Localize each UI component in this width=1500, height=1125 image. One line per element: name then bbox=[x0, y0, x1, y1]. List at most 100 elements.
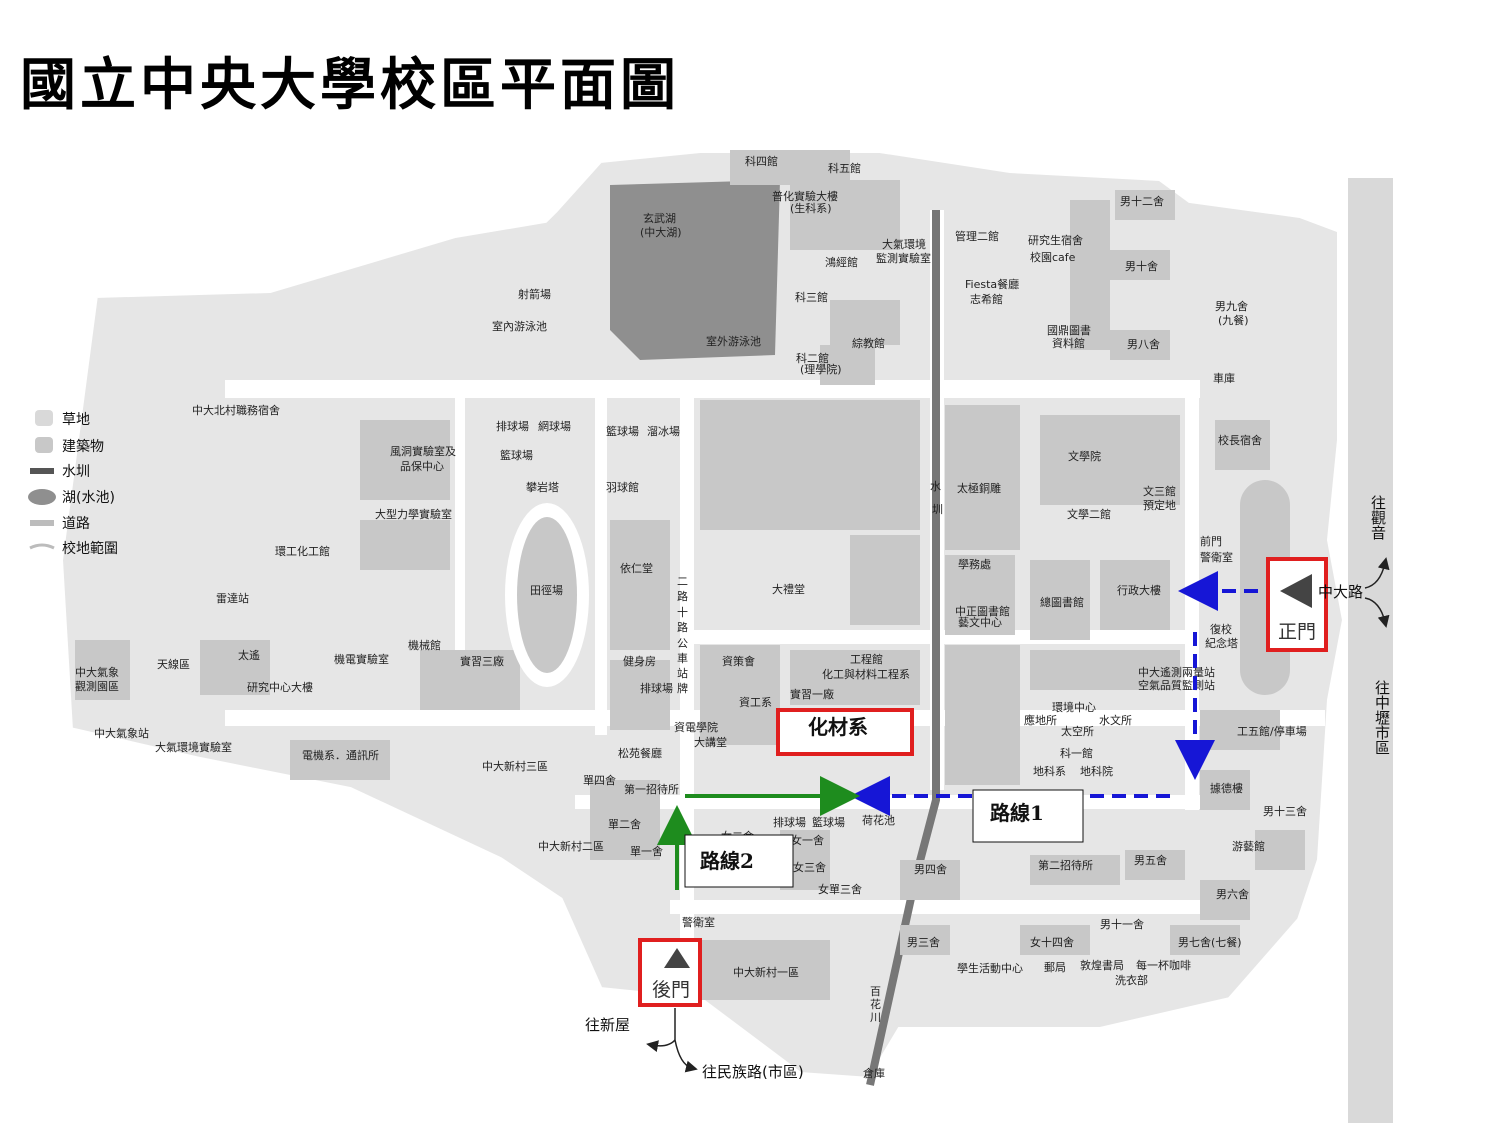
xinwu-turn-arrow-icon bbox=[646, 1039, 676, 1053]
map-label: 警衛室 bbox=[1200, 550, 1233, 564]
front-gate-marker[interactable]: 正門 bbox=[1266, 557, 1328, 652]
back-gate-arrow-icon bbox=[664, 948, 690, 968]
route-2-box bbox=[684, 834, 794, 888]
map-labels: 科四館科五館普化實驗大樓(生科系)玄武湖(中大湖)管理二館研究生宿舍校園cafe… bbox=[75, 154, 1307, 1080]
map-label: 國鼎圖書 bbox=[1047, 323, 1091, 337]
map-label: Fiesta餐廳 bbox=[965, 277, 1019, 291]
boundary-swatch bbox=[29, 543, 55, 550]
map-label: 前門 bbox=[1200, 534, 1222, 548]
front-gate-arrow-icon bbox=[1280, 574, 1312, 608]
route-2-path bbox=[657, 776, 860, 890]
map-label: 天線區 bbox=[157, 657, 190, 671]
map-label: 中大氣象站 bbox=[94, 726, 149, 740]
xuanwu-lake bbox=[610, 180, 780, 360]
map-label: 籃球場 bbox=[812, 815, 845, 829]
map-label: 實習一廠 bbox=[790, 687, 834, 701]
map-label: 據德樓 bbox=[1210, 781, 1243, 795]
map-label: 路 bbox=[677, 621, 688, 634]
map-label: 科三館 bbox=[795, 290, 828, 304]
map-label: 車庫 bbox=[1213, 371, 1235, 385]
dir-zhongda-road: 中大路 bbox=[1318, 583, 1363, 601]
legend-canal: 水圳 bbox=[62, 464, 90, 480]
map-label: 復校 bbox=[1210, 622, 1232, 636]
map-label: 女單三舍 bbox=[818, 882, 862, 896]
map-label: 排球場 bbox=[496, 419, 529, 433]
map-label: 籃球場 bbox=[500, 448, 533, 462]
buildings bbox=[75, 150, 1305, 1000]
map-label: (理學院) bbox=[800, 362, 842, 376]
map-label: 監測實驗室 bbox=[876, 251, 931, 265]
map-label: 大講堂 bbox=[694, 735, 727, 749]
map-label: 荷花池 bbox=[862, 814, 895, 827]
map-label: 排球場 bbox=[640, 681, 673, 695]
map-label: 地科系 bbox=[1033, 764, 1066, 778]
map-label: 二 bbox=[677, 575, 688, 588]
legend-building: 建築物 bbox=[62, 439, 104, 455]
map-label: 女十四舍 bbox=[1030, 935, 1074, 949]
map-label: 中正圖書館 bbox=[955, 604, 1010, 618]
legend-boundary: 校地範圍 bbox=[62, 540, 118, 557]
canal bbox=[866, 210, 940, 1086]
map-label: 校長宿舍 bbox=[1218, 433, 1262, 447]
map-label: 科一館 bbox=[1060, 746, 1093, 760]
map-label: 室外游泳池 bbox=[706, 334, 761, 348]
map-label: 資策會 bbox=[722, 654, 755, 668]
map-label: 太空所 bbox=[1061, 724, 1094, 738]
map-label: 中大遙測兩量站 bbox=[1138, 665, 1215, 679]
map-label: 郵局 bbox=[1044, 961, 1066, 974]
map-label: 學生活動中心 bbox=[957, 961, 1023, 975]
map-label: 男九舍 bbox=[1215, 299, 1248, 313]
map-label: 文學二館 bbox=[1067, 507, 1111, 521]
dir-zhongli: 往中壢市區 bbox=[1373, 680, 1391, 755]
legend-road: 道路 bbox=[62, 516, 90, 532]
road-swatch bbox=[30, 520, 54, 526]
back-gate-label: 後門 bbox=[652, 979, 690, 1001]
directions: 往觀音 往中壢市區 中大路 往新屋 往民族路(市區) bbox=[585, 495, 1391, 1081]
map-label: 第二招待所 bbox=[1038, 858, 1093, 872]
dir-xinwu: 往新屋 bbox=[585, 1016, 630, 1034]
map-label: 雷達站 bbox=[216, 591, 249, 605]
map-label: 地科院 bbox=[1080, 764, 1113, 778]
map-label: 中大新村一區 bbox=[733, 965, 799, 979]
turn-down-arrow-icon bbox=[1364, 597, 1390, 628]
track-field bbox=[505, 503, 589, 687]
map-label: 空氣品質監測站 bbox=[1138, 678, 1215, 692]
map-label: 女三舍 bbox=[793, 860, 826, 874]
map-label: 男四舍 bbox=[914, 862, 947, 876]
map-label: 車 bbox=[677, 651, 688, 665]
back-gate-marker[interactable]: 後門 bbox=[638, 938, 702, 1007]
map-label: 校園cafe bbox=[1030, 250, 1076, 264]
map-label: 單二舍 bbox=[608, 817, 641, 831]
building-swatch bbox=[35, 437, 53, 453]
route-2-label: 路線2 bbox=[700, 849, 754, 873]
map-label: 水 bbox=[930, 480, 941, 493]
map-label: 玄武湖 bbox=[643, 211, 676, 225]
map-label: 射箭場 bbox=[518, 287, 551, 301]
map-label: 電機系．通訊所 bbox=[302, 748, 379, 762]
map-label: 行政大樓 bbox=[1117, 583, 1161, 597]
map-label: 單一舍 bbox=[630, 844, 663, 858]
map-label: 十 bbox=[677, 605, 688, 619]
legend-lake: 湖(水池) bbox=[62, 490, 115, 506]
map-label: 大禮堂 bbox=[772, 582, 805, 596]
map-label: 男五舍 bbox=[1134, 853, 1167, 867]
legend-grass: 草地 bbox=[62, 412, 90, 428]
map-label: 第一招待所 bbox=[624, 782, 679, 796]
map-label: 公 bbox=[677, 637, 688, 650]
map-label: 資電學院 bbox=[674, 720, 718, 734]
map-label: 大型力學實驗室 bbox=[375, 507, 452, 521]
map-label: 品保中心 bbox=[400, 459, 444, 473]
map-label: 普化實驗大樓 bbox=[772, 189, 838, 203]
map-label: (生科系) bbox=[790, 201, 832, 215]
dir-guanyin: 往觀音 bbox=[1369, 495, 1387, 540]
map-label: 志希館 bbox=[970, 292, 1003, 306]
map-label: 圳 bbox=[932, 503, 943, 516]
map-label: 室內游泳池 bbox=[492, 319, 547, 333]
map-label: 大氣環境實驗室 bbox=[155, 740, 232, 754]
map-label: 警衛室 bbox=[682, 915, 715, 929]
map-label: 研究生宿舍 bbox=[1028, 233, 1083, 247]
map-label: 化工與材料工程系 bbox=[822, 667, 910, 681]
map-label: 洗衣部 bbox=[1115, 973, 1148, 987]
map-label: 排球場 bbox=[773, 815, 806, 829]
